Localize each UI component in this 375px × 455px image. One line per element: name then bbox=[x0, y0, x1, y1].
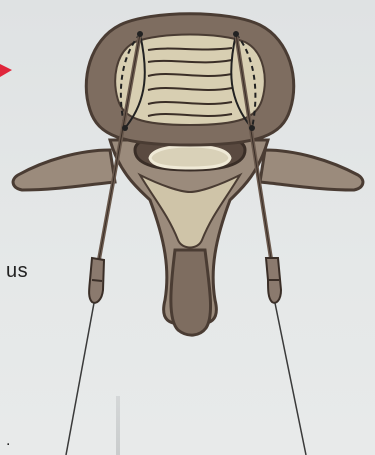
transverse-process-right bbox=[260, 150, 363, 190]
spinous-process bbox=[171, 250, 211, 335]
transverse-process-left bbox=[13, 150, 115, 190]
spinal-cord bbox=[150, 146, 230, 168]
red-arrow-icon bbox=[0, 64, 12, 77]
